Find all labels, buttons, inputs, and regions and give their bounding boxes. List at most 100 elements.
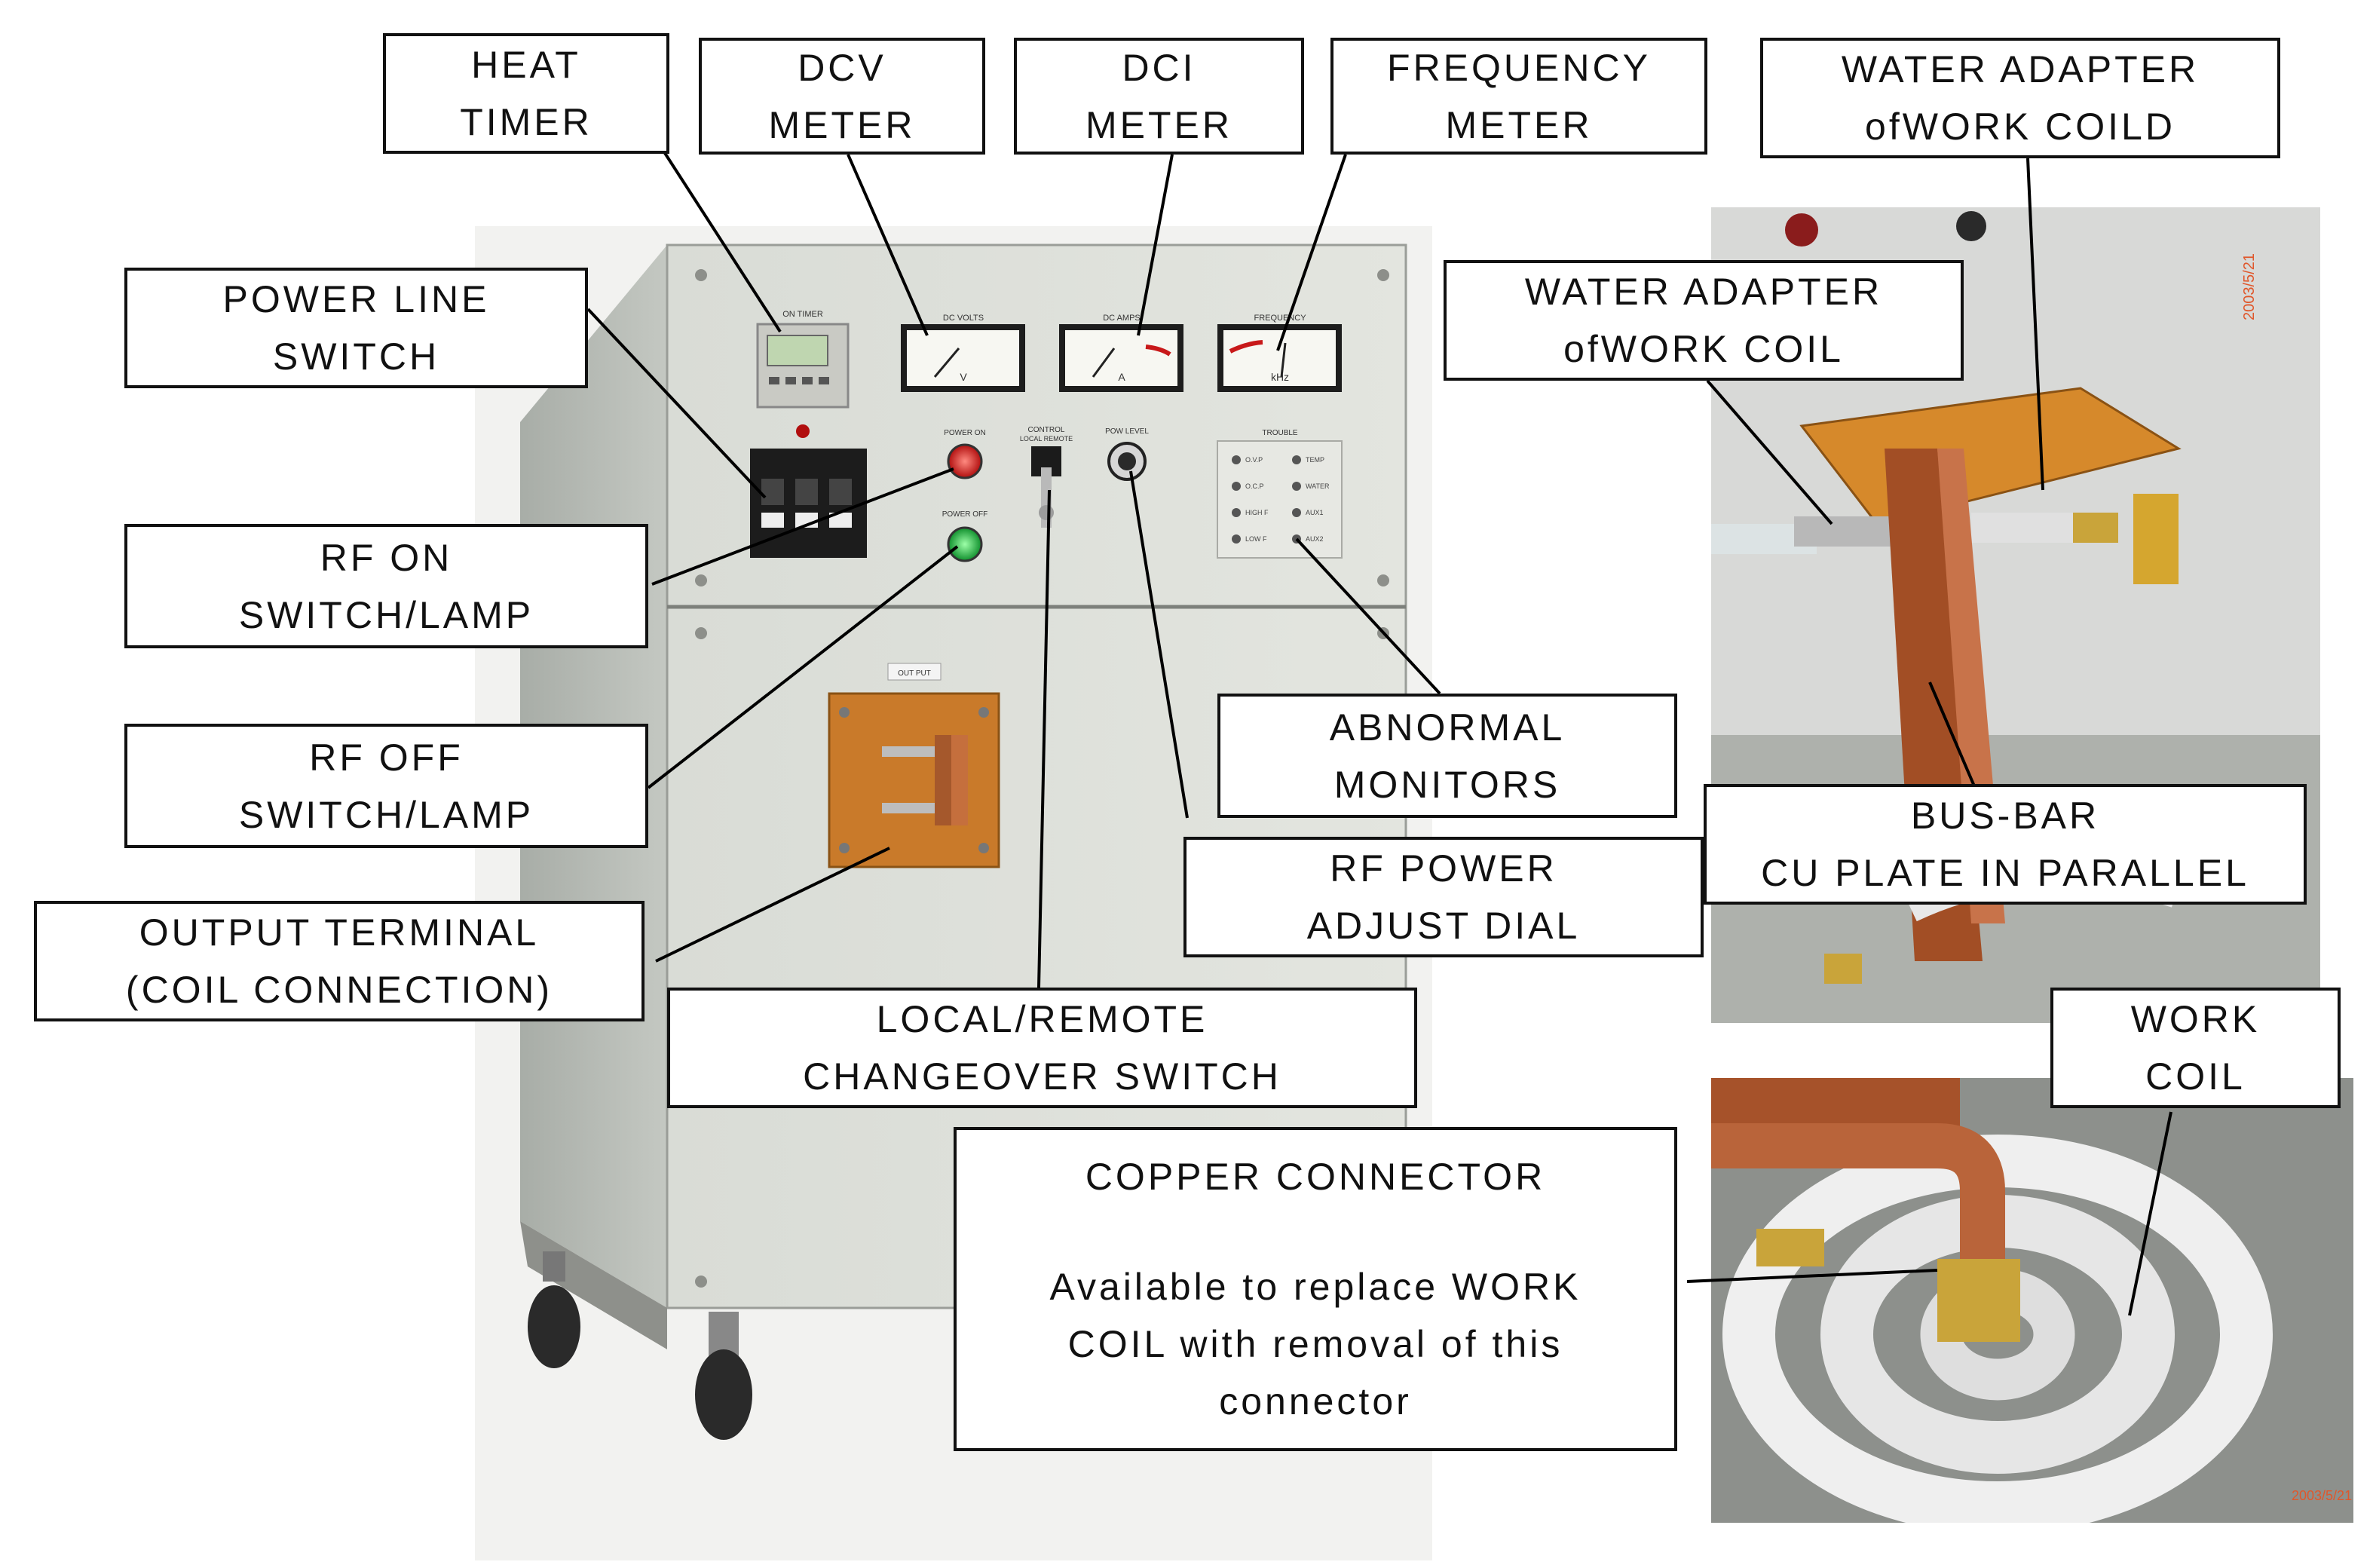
callout-line: METER (768, 103, 916, 146)
callout-line: HEAT (471, 44, 581, 86)
callout-line: ABNORMAL (1329, 706, 1566, 749)
callout-line: WATER ADAPTER (1841, 48, 2200, 90)
abnormal-monitor-panel: TROUBLE O.V.P TEMP O.C.P WATER HIGH F AU… (1217, 429, 1343, 559)
trouble-panel-label: TROUBLE (1262, 429, 1298, 437)
leader-copper-connector (1686, 1269, 1938, 1283)
leader-rf-off (647, 545, 959, 789)
callout-line: COPPER CONNECTOR (1085, 1156, 1546, 1198)
trouble-item: WATER (1306, 482, 1330, 490)
trouble-item: LOW F (1245, 535, 1267, 543)
leader-bus-bar (1928, 681, 1976, 789)
callout-rf-power-dial: RF POWER ADJUST DIAL (1183, 837, 1704, 957)
leader-rf-on (651, 467, 954, 586)
callout-line: FREQUENCY (1387, 46, 1651, 89)
callout-line: connector (1219, 1380, 1412, 1423)
work-coil-photo: 2003/5/21 (1711, 1078, 2353, 1523)
callout-line: COIL (2145, 1055, 2246, 1098)
freq-panel-label: FREQUENCY (1254, 314, 1306, 323)
rf-power-dial-device: POW LEVEL (1105, 427, 1149, 481)
callout-line: SWITCH/LAMP (238, 793, 534, 836)
leader-heat-timer (662, 149, 782, 333)
callout-line: OUTPUT TERMINAL (139, 911, 540, 954)
trouble-item: O.V.P (1245, 456, 1263, 464)
leader-work-coil (2128, 1111, 2172, 1316)
callout-line: POWER LINE (222, 278, 490, 320)
callout-line: (COIL CONNECTION) (125, 969, 553, 1011)
rf-on-lamp (947, 443, 983, 479)
callout-line: TIMER (460, 101, 592, 143)
callout-line: LOCAL/REMOTE (876, 998, 1208, 1040)
callout-heat-timer: HEAT TIMER (383, 33, 669, 154)
callout-rf-on: RF ON SWITCH/LAMP (124, 524, 648, 648)
timer-panel-label: ON TIMER (782, 310, 823, 319)
callout-line: RF OFF (309, 736, 464, 779)
trouble-item: AUX2 (1306, 535, 1324, 543)
dcv-panel-label: DC VOLTS (943, 314, 984, 323)
callout-water-adapter-coild: WATER ADAPTER ofWORK COILD (1760, 38, 2280, 158)
callout-line: MONITORS (1333, 763, 1561, 806)
callout-abnormal-monitors: ABNORMAL MONITORS (1217, 694, 1677, 818)
callout-line: BUS-BAR (1910, 795, 2100, 837)
callout-water-adapter-coil: WATER ADAPTER ofWORK COIL (1444, 260, 1964, 381)
leader-rf-power-dial (1129, 470, 1189, 819)
callout-line: RF ON (320, 536, 453, 579)
dci-panel-label: DC AMPS (1103, 314, 1141, 323)
callout-dci-meter: DCI METER (1014, 38, 1304, 155)
output-panel-label: OUT PUT (898, 669, 931, 678)
photo-date-stamp: 2003/5/21 (2241, 253, 2258, 320)
callout-line: DCV (798, 46, 886, 89)
leader-local-remote (1037, 489, 1051, 988)
control-panel-label: CONTROL (1028, 426, 1065, 434)
dcv-meter-device: DC VOLTS V (901, 314, 1025, 392)
callout-line: WATER ADAPTER (1524, 271, 1883, 313)
power-line-breaker (750, 424, 867, 558)
callout-line: WORK (2130, 998, 2261, 1040)
dcv-unit: V (960, 371, 967, 383)
callout-power-line-switch: POWER LINE SWITCH (124, 268, 588, 388)
leader-water-adapter-coil (1706, 379, 1833, 525)
photo-date-stamp: 2003/5/21 (2292, 1488, 2352, 1503)
callout-frequency-meter: FREQUENCY METER (1330, 38, 1707, 155)
callout-line: SWITCH (272, 335, 440, 378)
callout-line: CHANGEOVER SWITCH (803, 1055, 1281, 1098)
trouble-item: HIGH F (1245, 509, 1269, 516)
leader-dci-meter (1137, 154, 1174, 336)
callout-line: Available to replace WORK (1049, 1266, 1581, 1308)
callout-line: METER (1085, 103, 1232, 146)
callout-line: COIL with removal of this (1067, 1323, 1563, 1365)
trouble-item: TEMP (1306, 456, 1324, 464)
callout-work-coil: WORK COIL (2050, 988, 2341, 1108)
output-terminal-device: OUT PUT (828, 663, 1000, 868)
trouble-item: O.C.P (1245, 482, 1264, 490)
rf-off-lamp (947, 526, 983, 562)
dci-unit: A (1118, 371, 1125, 383)
leader-water-adapter-coild (2026, 158, 2044, 491)
callout-line: METER (1445, 103, 1593, 146)
callout-output-terminal: OUTPUT TERMINAL (COIL CONNECTION) (34, 901, 645, 1021)
callout-line: CU PLATE IN PARALLEL (1761, 852, 2249, 894)
leader-power-line-switch (586, 308, 767, 499)
leader-abnormal-monitors (1295, 537, 1441, 695)
dci-meter-device: DC AMPS A (1059, 314, 1183, 392)
callout-line: DCI (1122, 46, 1196, 89)
trouble-item: AUX1 (1306, 509, 1324, 516)
callout-line: ofWORK COILD (1865, 106, 2176, 148)
callout-line: ADJUST DIAL (1306, 905, 1581, 947)
power-off-panel-label: POWER OFF (942, 510, 988, 519)
frequency-meter-device: FREQUENCY kHz (1217, 314, 1342, 392)
callout-copper-connector: COPPER CONNECTOR Available to replace WO… (954, 1127, 1677, 1451)
callout-line: ofWORK COIL (1563, 328, 1844, 370)
callout-bus-bar: BUS-BAR CU PLATE IN PARALLEL (1704, 784, 2307, 905)
leader-output-terminal (655, 847, 890, 963)
leader-frequency-meter (1276, 154, 1347, 351)
heat-timer-device: ON TIMER (756, 310, 850, 409)
freq-unit: kHz (1271, 371, 1289, 383)
pow-level-panel-label: POW LEVEL (1105, 427, 1149, 436)
callout-line: RF POWER (1330, 847, 1557, 890)
callout-local-remote: LOCAL/REMOTE CHANGEOVER SWITCH (667, 988, 1417, 1108)
local-remote-panel-label: LOCAL REMOTE (1020, 435, 1073, 443)
callout-rf-off: RF OFF SWITCH/LAMP (124, 724, 648, 848)
power-on-panel-label: POWER ON (944, 429, 986, 437)
